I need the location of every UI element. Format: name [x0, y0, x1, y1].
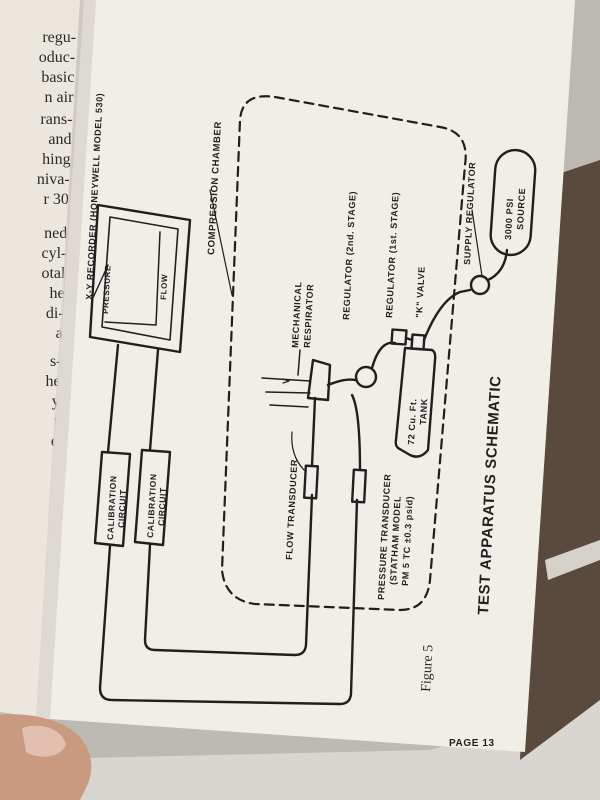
xy-recorder-plot-area — [101, 216, 179, 341]
left-page-fragment: s- — [50, 353, 62, 370]
calibration-circuit-1-line-2: CIRCUIT — [116, 489, 128, 528]
left-page-fragment: otal — [41, 265, 66, 282]
tank-label-1: 72 Cu. Ft. — [406, 398, 418, 445]
page-number: PAGE 13 — [449, 738, 495, 749]
supply-line-tank — [422, 288, 472, 342]
leader-supply-regulator — [471, 209, 483, 277]
left-page-fragment: niva- — [37, 171, 70, 188]
compression-chamber-outline — [220, 95, 467, 612]
left-page-fragment: n air — [45, 89, 75, 106]
left-page-fragment: and — [48, 131, 71, 148]
valve-link — [404, 336, 414, 342]
respirator-stem — [297, 349, 301, 376]
mechanical-respirator-label-2: RESPIRATOR — [302, 283, 315, 348]
left-page-fragment: oduc- — [39, 49, 75, 66]
calibration-circuit-2-line-2: CIRCUIT — [156, 487, 168, 526]
respirator-arrow — [282, 378, 290, 384]
calibration-circuit-1-line-1: CALIBRATION — [105, 475, 118, 540]
calibration-circuit-box-1 — [93, 450, 132, 548]
tank-label-2: TANK — [418, 398, 429, 425]
left-page-fragment: a — [56, 325, 63, 342]
left-page-fragment: basic — [41, 69, 74, 86]
right-page — [36, 0, 575, 752]
wire-flow-return — [143, 493, 314, 657]
left-page-fragment: r 30 — [43, 191, 68, 208]
left-page-fragment: rans- — [40, 111, 72, 128]
left-page-fragment: ned — [44, 225, 67, 242]
page-gutter-shadow — [36, 0, 96, 718]
calibration-circuit-2-line-1: CALIBRATION — [145, 473, 158, 538]
xy-recorder-axes — [104, 231, 161, 326]
left-page-fragment: di- — [46, 305, 64, 322]
respirator-line-2 — [265, 391, 311, 394]
left-page-fragment: he — [49, 285, 64, 302]
leader-compression-chamber — [209, 189, 233, 296]
chair-frame — [545, 540, 600, 580]
wire-recorder-a — [106, 343, 120, 454]
tank — [394, 346, 437, 458]
xy-recorder-box — [88, 203, 192, 354]
source-cylinder — [489, 148, 537, 257]
leader-flow-transducer — [291, 431, 305, 471]
source-label-1: 3000 PSI — [503, 198, 515, 240]
left-page-fragment: cyl- — [42, 245, 67, 262]
figure-label: Figure 5 — [419, 644, 436, 692]
calibration-circuit-box-2 — [133, 448, 172, 547]
source-label-2: SOURCE — [515, 188, 527, 231]
supply-regulator — [469, 274, 491, 296]
flow-axis-label: FLOW — [159, 274, 169, 300]
marble-lower — [0, 700, 600, 800]
hand-thumb — [0, 714, 92, 800]
regulator-2nd-stage — [354, 365, 378, 389]
left-page-fragment: regu- — [42, 29, 76, 46]
xy-recorder-leader — [91, 264, 109, 301]
pressure-axis-label: PRESSURE — [101, 265, 113, 314]
respirator-body — [306, 358, 332, 402]
flow-transducer-line — [310, 396, 317, 468]
respirator-to-regulator — [326, 378, 357, 387]
left-page-text: regu-oduc-basic n air rans-and hing niva-r 3… — [37, 29, 76, 450]
pressure-transducer-line — [350, 393, 362, 472]
wire-recorder-b — [148, 348, 160, 452]
diagram — [88, 95, 537, 706]
mechanical-respirator-label-1: MECHANICAL — [290, 281, 303, 348]
respirator-line-3 — [269, 404, 309, 408]
left-page-fragment: hing — [42, 151, 70, 168]
pressure-transducer-label-2: (STATHAM MODEL — [388, 496, 403, 585]
wire-pressure-return — [98, 498, 359, 706]
thumbnail — [22, 725, 66, 757]
k-valve-label: "K" VALVE — [414, 266, 427, 318]
pressure-transducer-label-3: PM 5 TC ±0.3 psid) — [400, 495, 415, 586]
left-page — [0, 0, 80, 718]
